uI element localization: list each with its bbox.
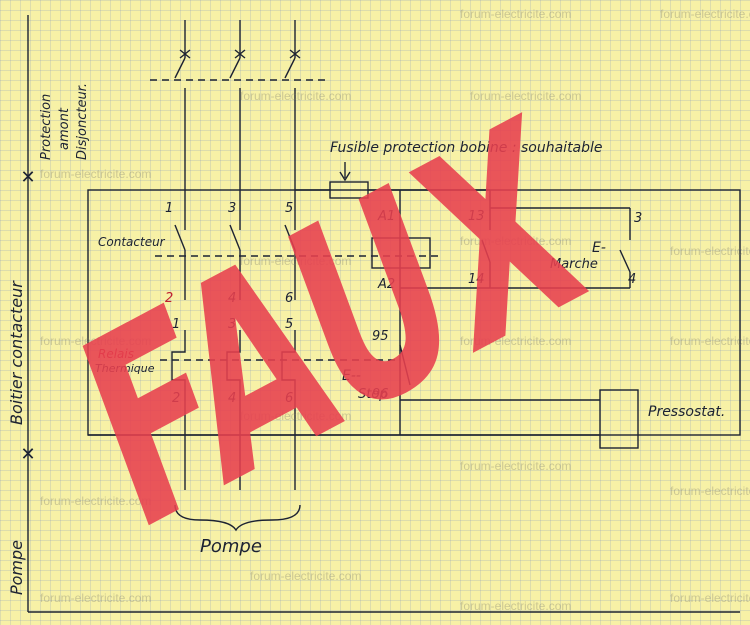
marche-label: Marche — [550, 257, 598, 272]
svg-text:4: 4 — [228, 291, 236, 306]
breaker-section — [150, 20, 330, 215]
svg-text:forum-electricite.com: forum-electricite.com — [240, 89, 351, 103]
svg-text:13: 13 — [468, 209, 485, 224]
stop-label: Stop — [358, 387, 388, 402]
svg-text:3: 3 — [634, 211, 642, 226]
svg-text:forum-electricite.com: forum-electricite.com — [250, 569, 361, 583]
svg-text:14: 14 — [468, 272, 485, 287]
svg-text:forum-electricite.com: forum-electricite.com — [240, 409, 351, 423]
svg-text:1: 1 — [172, 317, 180, 332]
side-label-protection: Protection amont Disjoncteur. — [39, 83, 90, 160]
svg-text:6: 6 — [285, 291, 293, 306]
svg-text:Disjoncteur.: Disjoncteur. — [75, 83, 90, 160]
fuse-label: Fusible protection bobine : souhaitable — [330, 140, 603, 156]
svg-text:96: 96 — [372, 387, 389, 402]
svg-text:forum-electricite.com: forum-electricite.com — [460, 7, 571, 21]
svg-text:4: 4 — [228, 391, 236, 406]
svg-text:A1: A1 — [377, 209, 395, 224]
svg-text:95: 95 — [372, 329, 389, 344]
svg-text:forum-electricite.com: forum-electricite.com — [670, 591, 750, 605]
separator-mark-1: ✕ — [20, 167, 35, 188]
svg-text:forum-electricite.com: forum-electricite.com — [670, 484, 750, 498]
svg-text:5: 5 — [285, 317, 293, 332]
svg-text:5: 5 — [285, 201, 293, 216]
svg-text:3: 3 — [228, 201, 236, 216]
contacteur-label: Contacteur — [98, 235, 166, 249]
fuse: Fusible protection bobine : souhaitable — [295, 140, 603, 435]
svg-text:forum-electricite.com: forum-electricite.com — [40, 167, 151, 181]
svg-text:2: 2 — [172, 391, 180, 406]
svg-text:amont: amont — [57, 107, 72, 150]
self-hold-contact: 13 14 3 4 E- Marche — [400, 190, 642, 289]
side-label-pompe: Pompe — [7, 540, 26, 595]
pressostat: Pressostat. — [88, 389, 725, 449]
svg-text:forum-electricite.com: forum-electricite.com — [40, 591, 151, 605]
svg-text:forum-electricite.com: forum-electricite.com — [460, 334, 571, 348]
svg-text:4: 4 — [628, 272, 636, 287]
svg-text:forum-electricite.com: forum-electricite.com — [40, 334, 151, 348]
svg-text:forum-electricite.com: forum-electricite.com — [670, 334, 750, 348]
svg-text:E-: E- — [592, 240, 606, 256]
svg-text:3: 3 — [228, 317, 236, 332]
side-label-boitier: Boitier contacteur — [7, 280, 26, 425]
svg-text:forum-electricite.com: forum-electricite.com — [460, 459, 571, 473]
separator-mark-2: ✕ — [20, 444, 35, 465]
pump-leads: Pompe — [174, 395, 301, 557]
svg-text:Protection: Protection — [39, 94, 54, 160]
relais-label-1: Relais — [98, 347, 134, 361]
svg-text:A2: A2 — [377, 277, 395, 292]
thermal-relay: 1 3 5 Relais Thermique 2 4 6 95 96 E-- S… — [95, 317, 411, 406]
relais-label-2: Thermique — [95, 362, 155, 375]
svg-text:2: 2 — [165, 291, 173, 306]
pompe-label: Pompe — [200, 536, 262, 557]
svg-text:forum-electricite.com: forum-electricite.com — [240, 254, 351, 268]
coil: A1 A2 — [371, 209, 431, 292]
svg-text:forum-electricite.com: forum-electricite.com — [460, 599, 571, 613]
svg-text:1: 1 — [165, 201, 173, 216]
svg-text:forum-electricite.com: forum-electricite.com — [660, 7, 750, 21]
svg-text:forum-electricite.com: forum-electricite.com — [470, 89, 581, 103]
svg-text:forum-electricite.com: forum-electricite.com — [670, 244, 750, 258]
pressostat-label: Pressostat. — [648, 404, 725, 420]
svg-text:E--: E-- — [342, 368, 361, 384]
contactor-poles: 1 3 5 Contacteur 2 4 6 — [98, 201, 440, 306]
svg-text:forum-electricite.com: forum-electricite.com — [460, 234, 571, 248]
svg-text:6: 6 — [285, 391, 293, 406]
svg-text:forum-electricite.com: forum-electricite.com — [40, 494, 151, 508]
watermarks: forum-electricite.com forum-electricite.… — [40, 7, 750, 613]
